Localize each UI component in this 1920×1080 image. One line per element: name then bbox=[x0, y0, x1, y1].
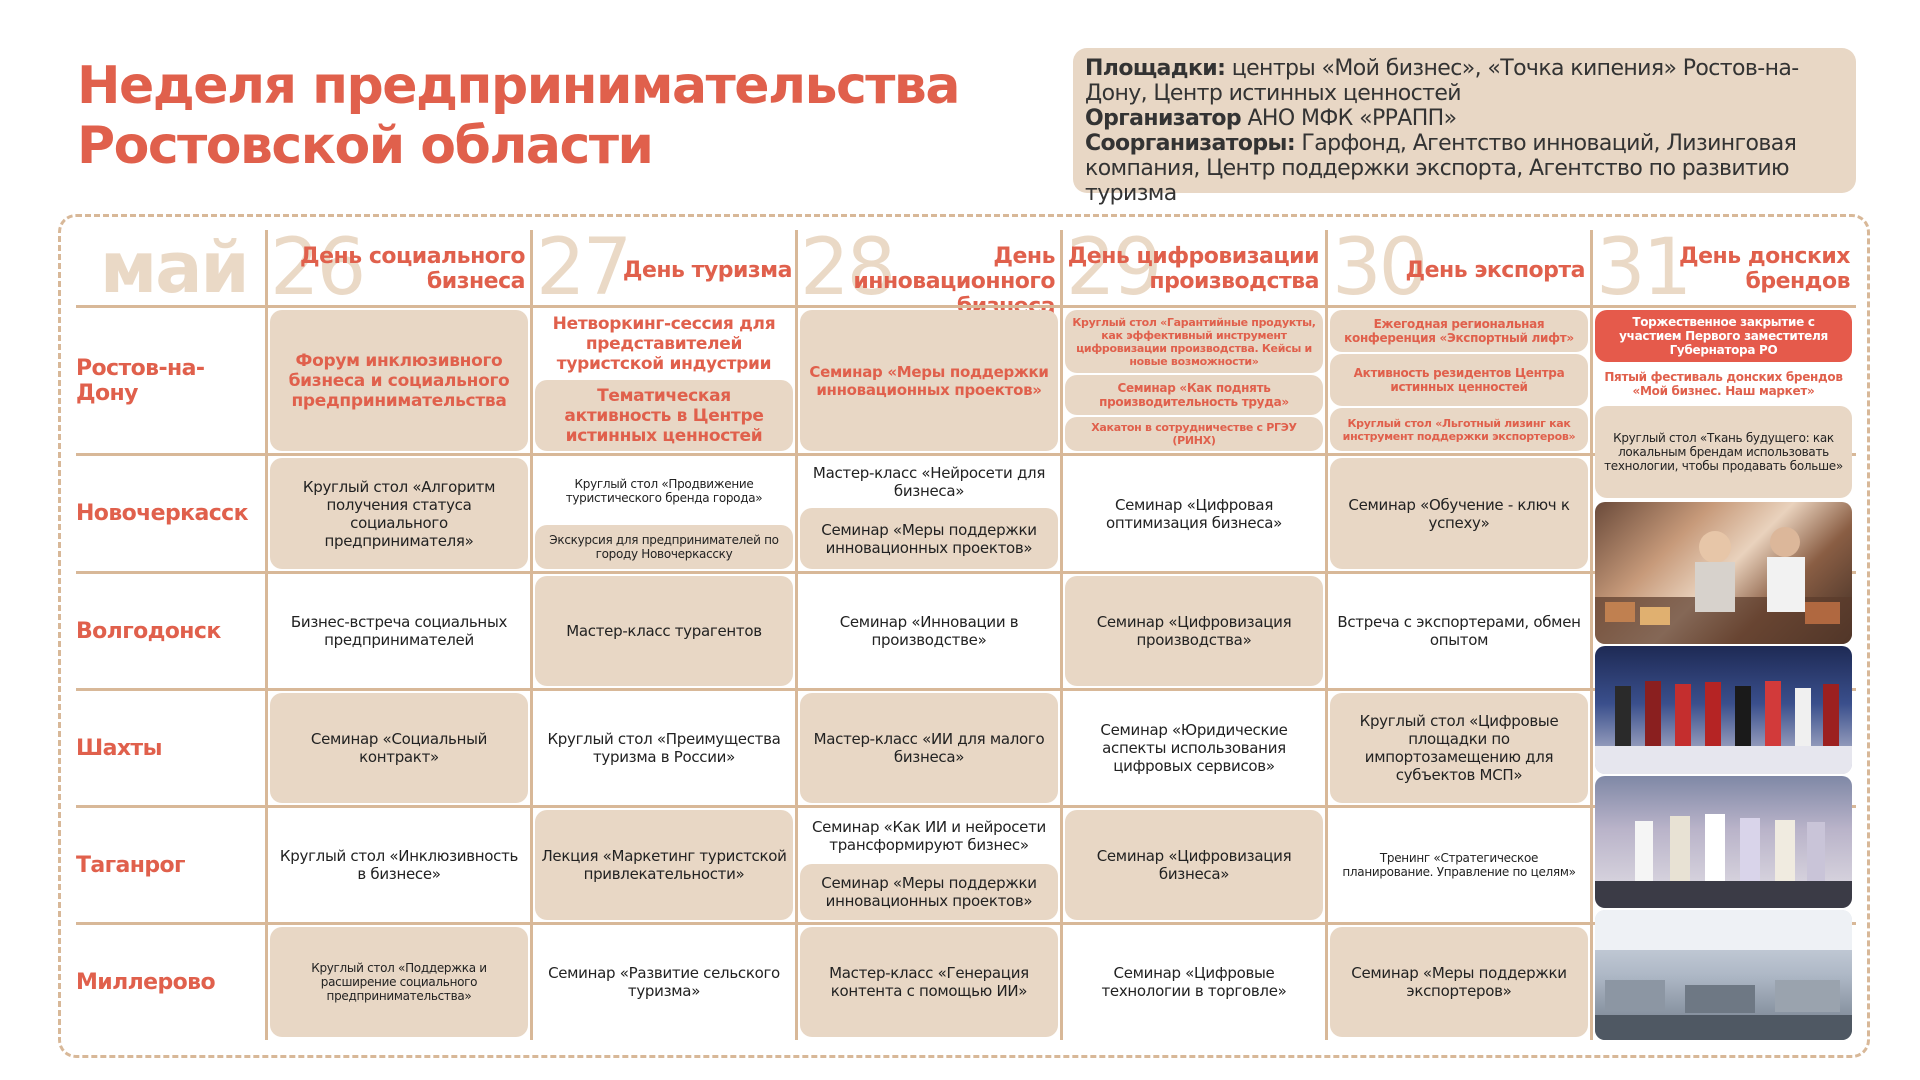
event-card: Круглый стол «Продвижение туристического… bbox=[565, 476, 763, 505]
row-divider bbox=[76, 305, 1856, 308]
day-number-27: 27 bbox=[536, 223, 632, 313]
row-divider bbox=[76, 453, 1856, 456]
closing-ceremony-card: Торжественное закрытие с участием Первог… bbox=[1595, 310, 1852, 362]
day-name-26: День социального бизнеса bbox=[300, 244, 525, 294]
runway-photo bbox=[1595, 776, 1852, 908]
coorganizers-text: Гарфонд, Агентство инноваций, Лизинговая… bbox=[1085, 131, 1797, 206]
event-card: Круглый стол «Льготный лизинг как инстру… bbox=[1330, 408, 1588, 451]
event-card: Круглый стол «Поддержка и расширение соц… bbox=[270, 927, 528, 1037]
column-divider bbox=[1590, 230, 1593, 1040]
event-card: Мастер-класс турагентов bbox=[535, 576, 793, 686]
event-card: Круглый стол «Преимущества туризма в Рос… bbox=[547, 730, 781, 766]
event-card: Пятый фестиваль донских брендов «Мой биз… bbox=[1604, 370, 1843, 398]
event-card: Семинар «Инновации в производстве» bbox=[839, 613, 1019, 649]
venues-line: Площадки: центры «Мой бизнес», «Точка ки… bbox=[1085, 56, 1844, 106]
city-shakhty: Шахты bbox=[76, 735, 162, 761]
event-card: Круглый стол «Цифровые площадки по импор… bbox=[1330, 693, 1588, 803]
event-card: Круглый стол «Гарантийные продукты, как … bbox=[1065, 310, 1323, 373]
event-card: Тематическая активность в Центре истинны… bbox=[535, 380, 793, 451]
event-card: Мастер-класс «Генерация контента с помощ… bbox=[800, 927, 1058, 1037]
title-line-1: Неделя предпринимательства bbox=[77, 56, 960, 116]
row-divider bbox=[76, 805, 1856, 808]
row-divider bbox=[76, 571, 1856, 574]
column-divider bbox=[265, 230, 268, 1040]
column-divider bbox=[795, 230, 798, 1040]
day-name-30: День экспорта bbox=[1405, 258, 1586, 283]
event-card: Хакатон в сотрудничестве с РГЭУ (РИНХ) bbox=[1065, 417, 1323, 451]
city-taganrog: Таганрог bbox=[76, 852, 186, 878]
day-name-27: День туризма bbox=[622, 258, 793, 283]
day-name-29: День цифровизации производства bbox=[1067, 244, 1320, 294]
event-card: Форум инклюзивного бизнеса и социального… bbox=[270, 310, 528, 451]
venues-label: Площадки: bbox=[1085, 56, 1226, 81]
event-card: Нетворкинг-сессия для представителей тур… bbox=[552, 314, 776, 374]
event-card: Семинар «Цифровая оптимизация бизнеса» bbox=[1105, 495, 1283, 532]
day-number-26: 26 bbox=[270, 223, 366, 313]
column-divider bbox=[1325, 230, 1328, 1040]
city-novocherkassk: Новочеркасск bbox=[76, 501, 249, 526]
info-box: Площадки: центры «Мой бизнес», «Точка ки… bbox=[1073, 48, 1856, 206]
day-name-28: День инновационного бизнеса bbox=[853, 244, 1055, 319]
day-name-31: День донских брендов bbox=[1679, 244, 1850, 294]
day-number-30: 30 bbox=[1332, 223, 1428, 313]
market-photo bbox=[1595, 502, 1852, 644]
day-number-29: 29 bbox=[1066, 223, 1162, 313]
schedule-frame bbox=[58, 214, 1870, 1058]
event-card: Экскурсия для предпринимателей по городу… bbox=[535, 525, 793, 569]
event-card: Семинар «Цифровизация бизнеса» bbox=[1065, 810, 1323, 920]
row-divider bbox=[76, 688, 1856, 691]
organizer-line: Организатор АНО МФК «РРАПП» bbox=[1085, 106, 1844, 131]
coorganizers-label: Соорганизаторы: bbox=[1085, 131, 1296, 156]
day-number-31: 31 bbox=[1596, 223, 1692, 313]
event-card: Круглый стол «Инклюзивность в бизнесе» bbox=[279, 847, 519, 883]
row-divider bbox=[76, 922, 1856, 925]
event-card: Семинар «Меры поддержки экспортеров» bbox=[1330, 927, 1588, 1037]
coorganizers-line: Соорганизаторы: Гарфонд, Агентство иннов… bbox=[1085, 131, 1844, 206]
event-card: Семинар «Меры поддержки инновационных пр… bbox=[800, 508, 1058, 569]
event-card: Круглый стол «Ткань будущего: как локаль… bbox=[1595, 406, 1852, 498]
event-card: Семинар «Цифровые технологии в торговле» bbox=[1101, 964, 1287, 1000]
page-title: Неделя предпринимательства Ростовской об… bbox=[77, 56, 977, 176]
event-card: Семинар «Меры поддержки инновационных пр… bbox=[800, 864, 1058, 920]
event-card: Семинар «Развитие сельского туризма» bbox=[548, 964, 780, 1000]
column-divider bbox=[1060, 230, 1063, 1040]
event-card: Семинар «Обучение - ключ к успеху» bbox=[1330, 458, 1588, 569]
event-card: Семинар «Социальный контракт» bbox=[270, 693, 528, 803]
event-card: Лекция «Маркетинг туристской привлекател… bbox=[535, 810, 793, 920]
event-card: Семинар «Меры поддержки инновационных пр… bbox=[800, 310, 1058, 451]
organizer-label: Организатор bbox=[1085, 106, 1242, 131]
event-card: Мастер-класс «Нейросети для бизнеса» bbox=[812, 464, 1046, 500]
event-card: Семинар «Как ИИ и нейросети трансформиру… bbox=[812, 818, 1046, 854]
exhibition-photo bbox=[1595, 910, 1852, 1040]
event-card: Тренинг «Стратегическое планирование. Уп… bbox=[1342, 851, 1576, 879]
city-rostov: Ростов-на-Дону bbox=[76, 355, 205, 406]
organizer-text: АНО МФК «РРАПП» bbox=[1241, 106, 1457, 131]
month-label: май bbox=[100, 227, 250, 309]
venues-text: центры «Мой бизнес», «Точка кипения» Рос… bbox=[1085, 56, 1799, 106]
title-line-2: Ростовской области bbox=[77, 116, 654, 176]
event-card: Семинар «Юридические аспекты использован… bbox=[1100, 721, 1288, 775]
event-card: Встреча с экспортерами, обмен опытом bbox=[1337, 613, 1581, 649]
city-millerovo: Миллерово bbox=[76, 969, 216, 995]
column-divider bbox=[530, 230, 533, 1040]
event-card: Мастер-класс «ИИ для малого бизнеса» bbox=[800, 693, 1058, 803]
event-card: Ежегодная региональная конференция «Эксп… bbox=[1330, 310, 1588, 352]
event-card: Семинар «Как поднять производительность … bbox=[1065, 375, 1323, 415]
event-card: Бизнес-встреча социальных предпринимател… bbox=[290, 613, 508, 649]
day-number-28: 28 bbox=[800, 223, 896, 313]
city-volgodonsk: Волгодонск bbox=[76, 618, 221, 644]
event-card: Круглый стол «Алгоритм получения статуса… bbox=[270, 458, 528, 569]
event-card: Семинар «Цифровизация производства» bbox=[1065, 576, 1323, 686]
event-card: Активность резидентов Центра истинных це… bbox=[1330, 354, 1588, 406]
fashion-show-photo bbox=[1595, 646, 1852, 774]
